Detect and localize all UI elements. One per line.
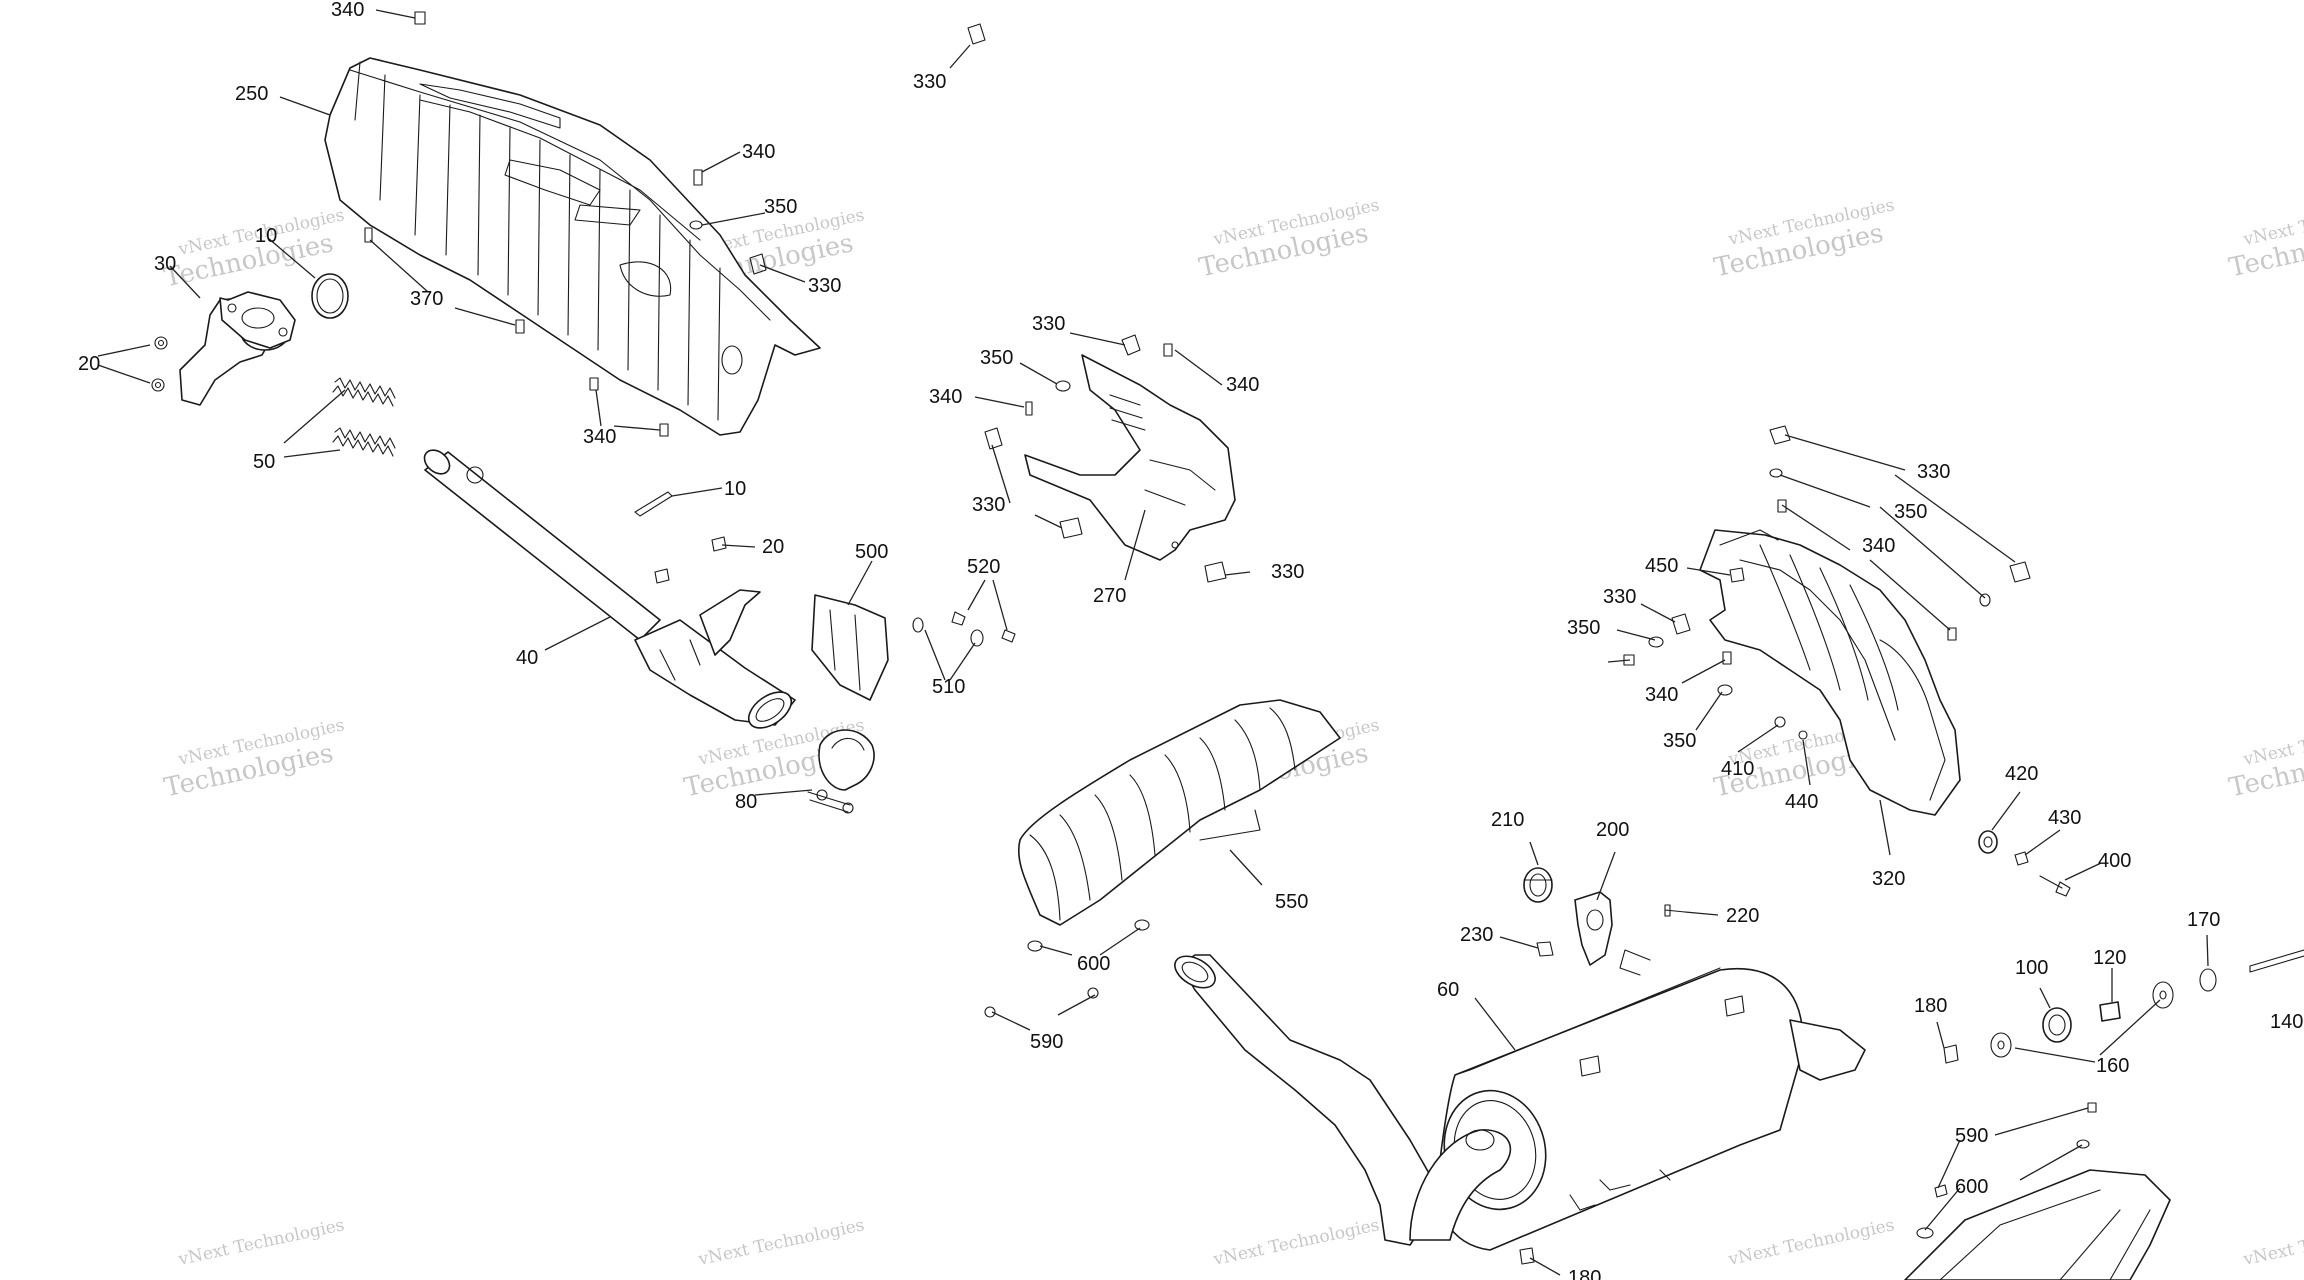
mount-100-120-160 <box>1990 949 2304 1058</box>
heat-shield-320 <box>1699 529 1961 816</box>
watermark-text: vNext Technologies <box>1726 1215 1896 1270</box>
gasket-10-lower <box>634 491 673 517</box>
callout-320: 320 <box>1872 868 1905 890</box>
callout-350: 350 <box>764 196 797 218</box>
callout-340: 340 <box>1645 684 1678 706</box>
callout-20: 20 <box>78 353 100 375</box>
callout-350: 350 <box>1663 730 1696 752</box>
callout-600: 600 <box>1077 953 1110 975</box>
clamp-80 <box>807 729 875 814</box>
callout-340: 340 <box>1862 535 1895 557</box>
callout-20: 20 <box>762 536 784 558</box>
watermark-text: vNext Technologies <box>176 1215 346 1270</box>
bolt-220 <box>1664 904 1686 917</box>
callout-270: 270 <box>1093 585 1126 607</box>
callout-labels: 340 330 250 340 350 330 10 30 20 370 340… <box>78 0 2303 1280</box>
callout-230: 230 <box>1460 924 1493 946</box>
callout-340: 340 <box>1226 374 1259 396</box>
callout-410: 410 <box>1721 758 1754 780</box>
callout-400: 400 <box>2098 850 2131 872</box>
callout-340: 340 <box>742 141 775 163</box>
callout-510: 510 <box>932 676 965 698</box>
front-pipe-40 <box>423 449 796 729</box>
callout-450: 450 <box>1645 555 1678 577</box>
elbow-pipe-30 <box>179 291 296 406</box>
callout-180: 180 <box>1914 995 1947 1017</box>
callout-420: 420 <box>2005 763 2038 785</box>
fastener-590-600-right <box>1916 1102 2097 1239</box>
callout-350: 350 <box>980 347 1013 369</box>
callout-590: 590 <box>1030 1031 1063 1053</box>
callout-80: 80 <box>735 791 757 813</box>
clip-330 <box>749 23 1227 583</box>
callout-350: 350 <box>1567 617 1600 639</box>
callout-440: 440 <box>1785 791 1818 813</box>
callout-340: 340 <box>929 386 962 408</box>
callout-330: 330 <box>972 494 1005 516</box>
callout-160: 160 <box>2096 1055 2129 1077</box>
callout-590: 590 <box>1955 1125 1988 1147</box>
callout-40: 40 <box>516 647 538 669</box>
callout-210: 210 <box>1491 809 1524 831</box>
callout-220: 220 <box>1726 905 1759 927</box>
callout-10: 10 <box>255 225 277 247</box>
callout-30: 30 <box>154 253 176 275</box>
nut-20-lower <box>654 536 727 584</box>
nut-180 <box>1519 1044 1959 1265</box>
callout-340: 340 <box>583 426 616 448</box>
callout-120: 120 <box>2093 947 2126 969</box>
callout-550: 550 <box>1275 891 1308 913</box>
heat-shield-partial <box>1904 1169 2171 1280</box>
clip-330-right <box>1623 425 2031 740</box>
callout-330: 330 <box>1603 586 1636 608</box>
fastener-590-600 <box>984 919 1150 1018</box>
washer-510-520 <box>912 611 1016 647</box>
callout-340: 340 <box>331 0 364 21</box>
callout-180: 180 <box>1568 1267 1601 1280</box>
bracket-200 <box>1574 891 1613 966</box>
callout-500: 500 <box>855 541 888 563</box>
callout-330: 330 <box>1032 313 1065 335</box>
shield-500 <box>811 594 889 701</box>
callout-520: 520 <box>967 556 1000 578</box>
callout-60: 60 <box>1437 979 1459 1001</box>
leader-lines <box>97 9 2209 1276</box>
watermark-text: vNext Technologies <box>696 1215 866 1270</box>
nut-230 <box>1536 941 1554 957</box>
spring-50 <box>332 377 396 457</box>
callout-330: 330 <box>913 71 946 93</box>
callout-170: 170 <box>2187 909 2220 931</box>
callout-430: 430 <box>2048 807 2081 829</box>
callout-140: 140 <box>2270 1011 2303 1033</box>
callout-600: 600 <box>1955 1176 1988 1198</box>
fastener-420-430-400 <box>1978 830 2071 897</box>
callout-10: 10 <box>724 478 746 500</box>
heat-shield-250 <box>324 57 821 436</box>
muffler-60 <box>1174 949 1866 1251</box>
callout-200: 200 <box>1596 819 1629 841</box>
watermark-text: vNext Technologies <box>1211 1215 1381 1270</box>
gasket-ring-10 <box>311 273 349 319</box>
callout-370: 370 <box>410 288 443 310</box>
callout-330: 330 <box>1917 461 1950 483</box>
bracket-270 <box>1024 354 1236 561</box>
callout-250: 250 <box>235 83 268 105</box>
callout-50: 50 <box>253 451 275 473</box>
nut-20-left <box>151 336 168 392</box>
callout-350: 350 <box>1894 501 1927 523</box>
rubber-mount-210 <box>1523 867 1553 903</box>
watermark-text: vNext Technologies <box>2241 1215 2304 1270</box>
callout-100: 100 <box>2015 957 2048 979</box>
callout-330: 330 <box>808 275 841 297</box>
heat-shield-550 <box>1017 699 1341 926</box>
callout-330: 330 <box>1271 561 1304 583</box>
